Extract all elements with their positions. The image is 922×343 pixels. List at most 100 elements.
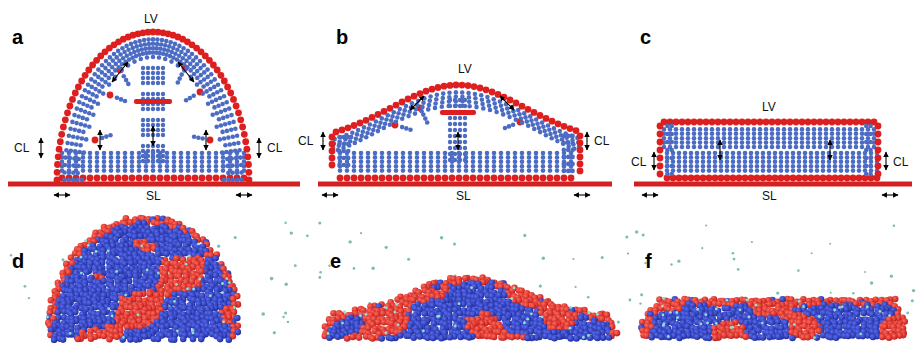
bead — [859, 119, 866, 126]
bead — [695, 151, 700, 156]
bead — [142, 38, 147, 43]
bead — [95, 151, 100, 156]
bead — [193, 151, 198, 156]
bead — [373, 168, 378, 173]
bead — [848, 136, 853, 141]
bead — [428, 94, 433, 99]
bead — [827, 151, 832, 156]
bead — [512, 175, 519, 182]
bead — [734, 140, 739, 145]
bead — [531, 123, 536, 128]
bead — [860, 140, 865, 145]
bead — [830, 132, 835, 137]
bead — [547, 127, 552, 132]
bead — [81, 160, 86, 165]
bead — [387, 164, 392, 169]
bead — [156, 118, 160, 122]
bead — [448, 116, 452, 120]
bead — [394, 119, 399, 124]
bead — [107, 92, 114, 99]
bead — [151, 76, 155, 80]
bead — [123, 151, 128, 156]
bead — [229, 156, 234, 161]
bead — [725, 160, 730, 165]
bead — [698, 132, 703, 137]
bead — [157, 175, 164, 182]
bead — [355, 132, 360, 137]
ion-dot — [911, 299, 914, 302]
bead — [803, 151, 808, 156]
bead — [80, 94, 85, 99]
bead — [408, 168, 413, 173]
bead — [700, 175, 707, 182]
bead — [411, 93, 418, 100]
ion-dot — [625, 236, 628, 239]
bead — [850, 175, 857, 182]
bead — [686, 140, 691, 145]
bead — [677, 160, 682, 165]
bead — [186, 168, 191, 173]
bead — [173, 42, 178, 47]
bead — [366, 155, 371, 160]
bead — [382, 126, 387, 131]
ion-dot — [273, 331, 276, 334]
bead — [214, 168, 219, 173]
bead — [474, 100, 479, 105]
bead — [108, 55, 113, 60]
bead — [713, 160, 718, 165]
ion-dot — [407, 258, 410, 261]
bead — [130, 164, 135, 169]
bead — [541, 151, 546, 156]
bead — [245, 161, 252, 168]
bead — [755, 164, 760, 169]
bead — [450, 168, 455, 173]
bead — [146, 71, 150, 75]
bead — [75, 135, 80, 140]
bead — [158, 168, 163, 173]
bead — [755, 160, 760, 165]
bead — [740, 127, 745, 132]
bead — [448, 158, 452, 162]
bead — [820, 175, 827, 182]
bead — [352, 168, 357, 173]
bead — [216, 103, 221, 108]
bead — [797, 155, 802, 160]
bead — [707, 151, 712, 156]
bead — [548, 164, 553, 169]
bead — [115, 175, 122, 182]
ion-dot — [906, 312, 909, 315]
bead — [875, 155, 882, 162]
bead — [815, 155, 820, 160]
bead — [116, 49, 121, 54]
bead — [673, 119, 680, 126]
bead — [210, 100, 215, 105]
bead — [752, 127, 757, 132]
bead — [464, 168, 469, 173]
bead — [540, 120, 545, 125]
bead — [548, 155, 553, 160]
bead — [141, 118, 145, 122]
bead — [198, 59, 203, 64]
bead — [141, 81, 145, 85]
bead — [179, 164, 184, 169]
bead — [657, 171, 664, 178]
bead — [796, 175, 803, 182]
ion-dot — [453, 243, 456, 246]
bead — [793, 119, 800, 126]
bead — [108, 133, 113, 138]
bead — [459, 82, 466, 89]
simulation-layer — [10, 215, 915, 343]
bead — [359, 155, 364, 160]
bead — [824, 127, 829, 132]
bead — [785, 164, 790, 169]
bead — [554, 135, 559, 140]
bead — [351, 122, 358, 129]
bead — [337, 142, 342, 147]
bead — [755, 168, 760, 173]
bead — [788, 140, 793, 145]
bead — [221, 116, 226, 121]
bead — [70, 141, 75, 146]
bead — [239, 163, 244, 168]
bead — [151, 92, 155, 96]
bead — [478, 160, 483, 165]
